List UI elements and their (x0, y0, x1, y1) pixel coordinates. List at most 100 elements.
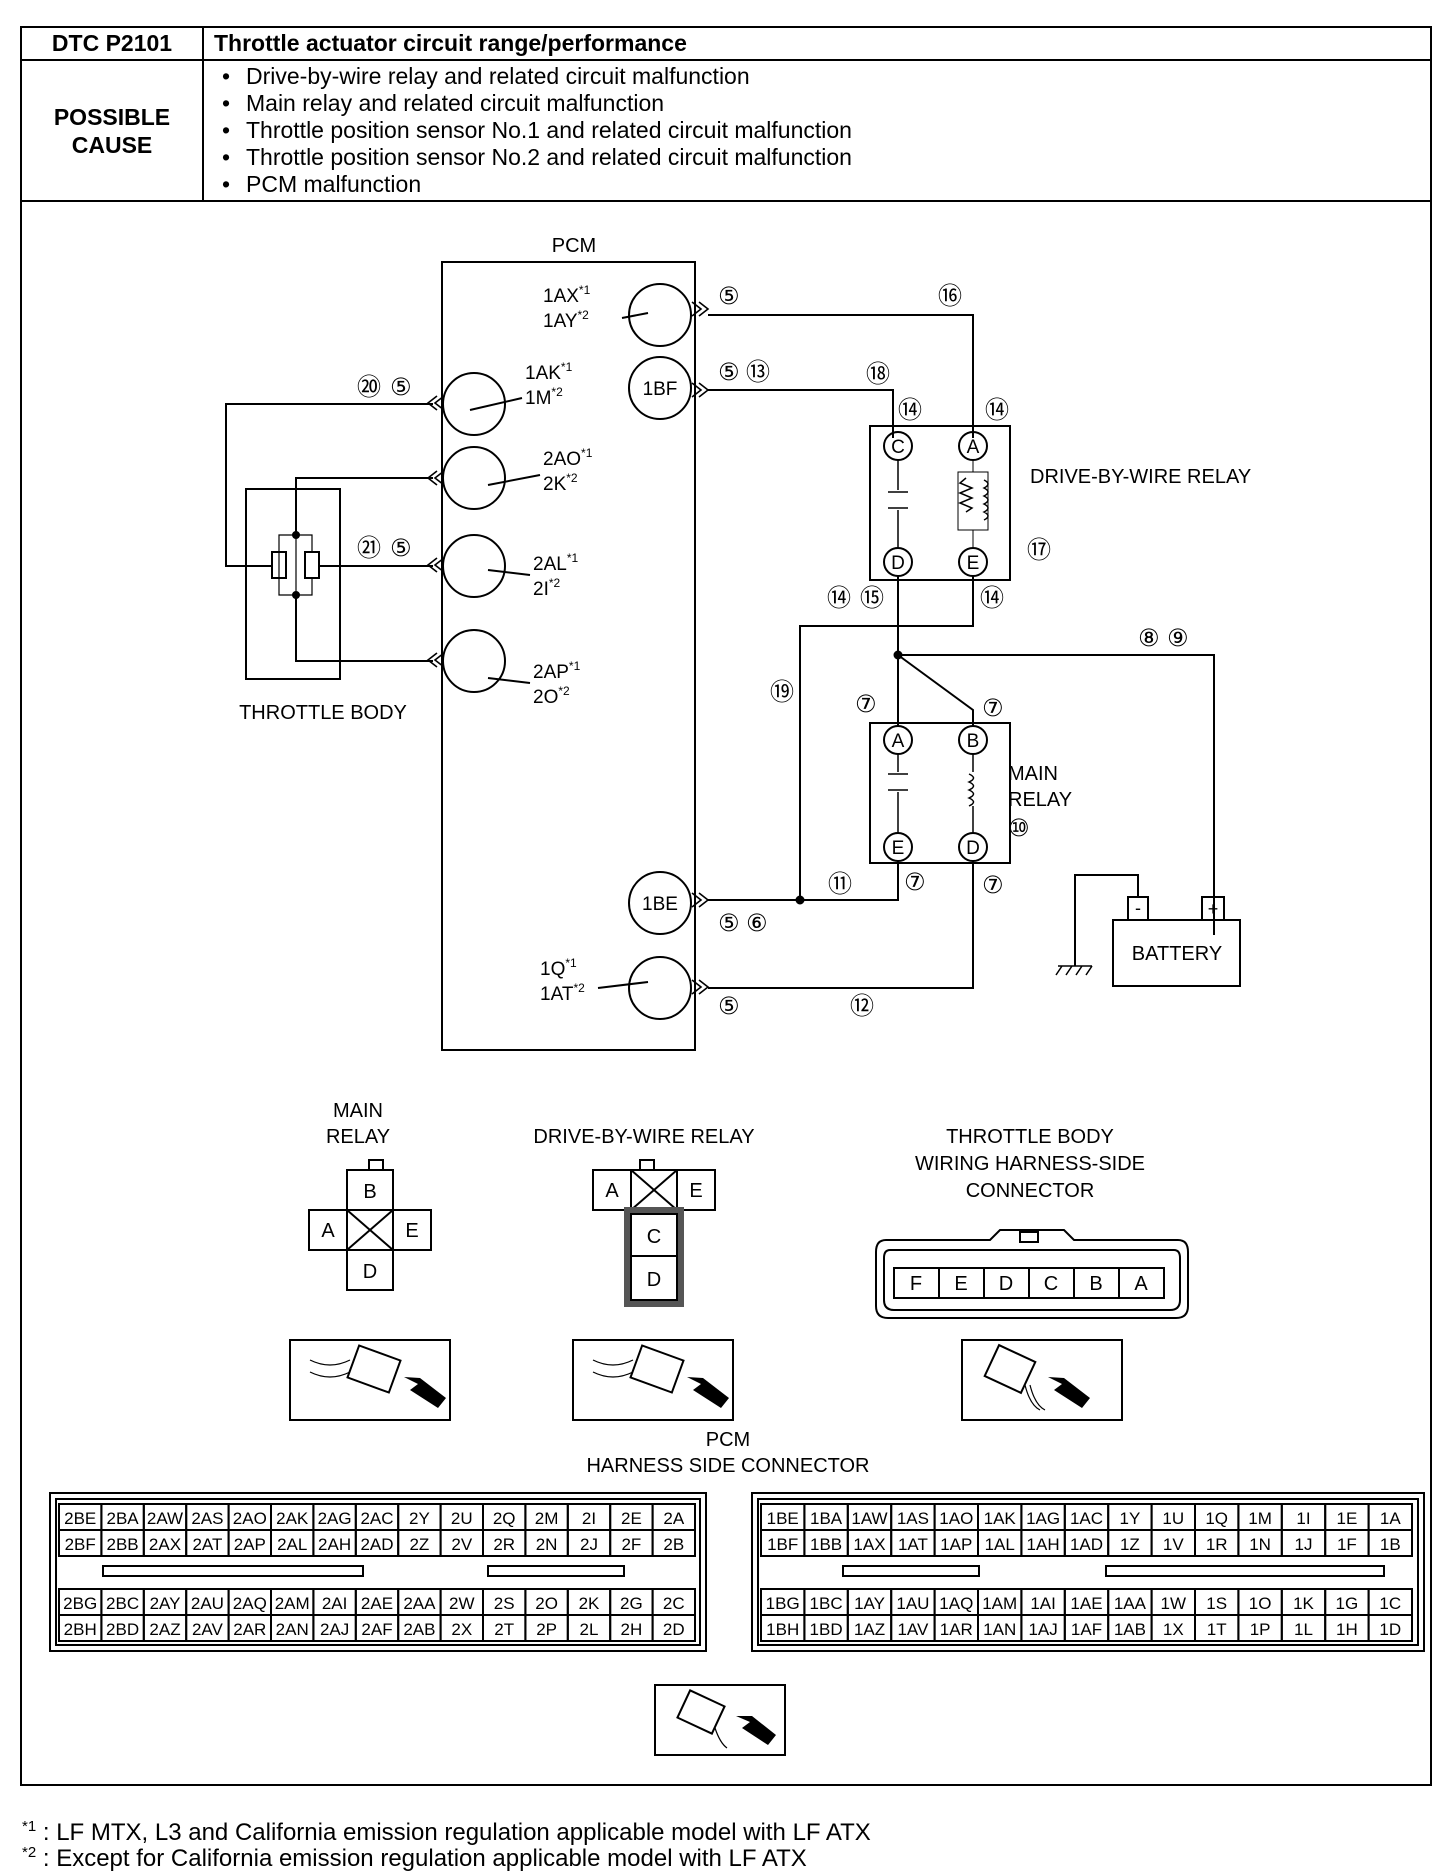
circuit-ref: ⑭ (980, 584, 1004, 612)
dtc-header-table: DTC P2101 Throttle actuator circuit rang… (20, 26, 1432, 202)
pcm-pin-label: 1AF (1071, 1620, 1102, 1639)
wire-2ap (295, 595, 433, 662)
pcm-pin-label: 1AN (983, 1620, 1016, 1639)
pcm-label: PCM (552, 235, 596, 257)
throttle-pin: D (999, 1273, 1013, 1295)
dtc-title: Throttle actuator circuit range/performa… (202, 26, 1432, 61)
pcm-pin-label: 1Z (1120, 1535, 1140, 1554)
pcm-pin-label: 1AO (939, 1509, 973, 1528)
leader-line (597, 981, 649, 989)
pcm-pin-label: 1Y (1120, 1509, 1141, 1528)
pcm-pin-label: 2M (535, 1509, 559, 1528)
footnote-mark: *2 (558, 684, 570, 698)
pcm-pin-label: 2AU (191, 1594, 224, 1613)
pcm-pin-label: 2E (621, 1509, 642, 1528)
pcm-pin-label: 2Y (409, 1509, 430, 1528)
pcm-connector-1-key (1105, 1565, 1385, 1577)
pcm-connector-1-frame (751, 1492, 1425, 1652)
leader-line (469, 397, 523, 411)
dbw-relay-label: DRIVE-BY-WIRE RELAY (1030, 466, 1251, 488)
footnote-mark: *2 (566, 471, 578, 485)
pcm-pin-label: 1AP (940, 1535, 972, 1554)
circuit-ref: ⑨ (1167, 624, 1189, 652)
main-relay-connector-title-line1: MAIN (333, 1100, 383, 1122)
battery-positive-terminal (1201, 896, 1225, 921)
pcm-pin-cell (651, 1614, 696, 1642)
pcm-pin-label: 1AX (853, 1535, 885, 1554)
pcm-pin-label: 1AE (1070, 1594, 1102, 1613)
footnote-mark: *2 (22, 1844, 37, 1861)
svg-text:2O*2: 2O*2 (533, 684, 570, 708)
main-terminal-e: E (892, 838, 905, 859)
dbw-connector-title: DRIVE-BY-WIRE RELAY (533, 1126, 754, 1148)
svg-text:1Q*1: 1Q*1 (540, 956, 577, 980)
pcm-pin-label: 1G (1336, 1594, 1359, 1613)
pcm-pin-label: 1D (1379, 1620, 1401, 1639)
footnote-mark: *2 (551, 385, 563, 399)
pcm-pin-1be-circle (628, 871, 692, 935)
footnote-mark: *1 (569, 659, 581, 673)
pcm-pin-label: 1AI (1030, 1594, 1056, 1613)
leader-line (487, 474, 541, 486)
pcm-pin-label: 1W (1161, 1594, 1187, 1613)
pcm-pin-label: 1BC (810, 1594, 843, 1613)
dbw-relay-resistor (958, 477, 974, 513)
svg-text:1AT*2: 1AT*2 (540, 981, 585, 1005)
battery-label: BATTERY (1132, 943, 1222, 965)
pcm-pin-label: 1E (1337, 1509, 1358, 1528)
circuit-ref: ⑳ (357, 373, 381, 401)
pcm-pin-label: 2AJ (320, 1620, 349, 1639)
pcm-pin-label: 2R (493, 1535, 515, 1554)
pcm-pin-label: 1AM (982, 1594, 1017, 1613)
pcm-pin-2ao-circle (442, 446, 506, 510)
pcm-pin-label: 2BH (64, 1620, 97, 1639)
pcm-pin-label: 1AY (854, 1594, 885, 1613)
main-relay-switch (888, 754, 908, 833)
pcm-pin-label: 1AH (1027, 1535, 1060, 1554)
pcm-conn-title-line2: HARNESS SIDE CONNECTOR (586, 1455, 869, 1477)
dbw-relay-coil (982, 479, 989, 521)
throttle-pin: A (1134, 1273, 1148, 1295)
pcm-pin-label: 1I (1296, 1509, 1310, 1528)
footnote-mark: *2 (578, 308, 590, 322)
main-terminal-a: A (892, 731, 905, 752)
pcm-pin-cell (651, 1529, 696, 1557)
pcm-pin-label: 2BE (64, 1509, 96, 1528)
pcm-pin-label: 2AZ (149, 1620, 180, 1639)
throttle-pin: F (910, 1273, 922, 1295)
pcm-pin-2al-circle (442, 534, 506, 598)
dbw-terminal-c: C (891, 437, 905, 458)
throttle-body-connector (875, 1229, 1189, 1319)
dtc-code: DTC P2101 (20, 26, 204, 61)
svg-text:1M*2: 1M*2 (525, 385, 563, 409)
pcm-pin-label: 2U (451, 1509, 473, 1528)
pcm-pin-label: 2F (621, 1535, 641, 1554)
pcm-pin-label: 1AG (1026, 1509, 1060, 1528)
main-relay-label-line2: RELAY (1008, 789, 1072, 811)
pcm-pin-label: 1B (1380, 1535, 1401, 1554)
svg-text:1AY*2: 1AY*2 (543, 308, 589, 332)
battery-positive-sign: + (1208, 899, 1219, 919)
dbw-relay-box (869, 425, 1011, 581)
pcm-pin-label: 1BH (766, 1620, 799, 1639)
pin-label: 1AX (543, 286, 579, 307)
pin-label: 2AL (533, 554, 567, 575)
pcm-pin-label: 2BC (106, 1594, 139, 1613)
pcm-pin-label: 2BG (63, 1594, 97, 1613)
throttle-body-box (245, 488, 341, 680)
throttle-conn-title-line3: CONNECTOR (966, 1180, 1095, 1202)
pcm-pin-1ak-circle (442, 372, 506, 436)
pcm-box (441, 261, 696, 1051)
pcm-pin-label: 1AW (851, 1509, 887, 1528)
main-relay-box (869, 722, 1011, 864)
leader-line (487, 677, 531, 684)
throttle-conn-title-line2: WIRING HARNESS-SIDE (915, 1153, 1145, 1175)
pin-label: 2O (533, 687, 558, 708)
pcm-pin-label: 1AT (898, 1535, 928, 1554)
pcm-pin-label: 1C (1379, 1594, 1401, 1613)
circuit-ref: ⑰ (1027, 536, 1051, 564)
pcm-pin-label: 1M (1248, 1509, 1272, 1528)
dbw-relay-switch (888, 460, 908, 548)
footnote-text: : Except for California emission regulat… (42, 1845, 807, 1872)
svg-text:2I*2: 2I*2 (533, 576, 561, 600)
